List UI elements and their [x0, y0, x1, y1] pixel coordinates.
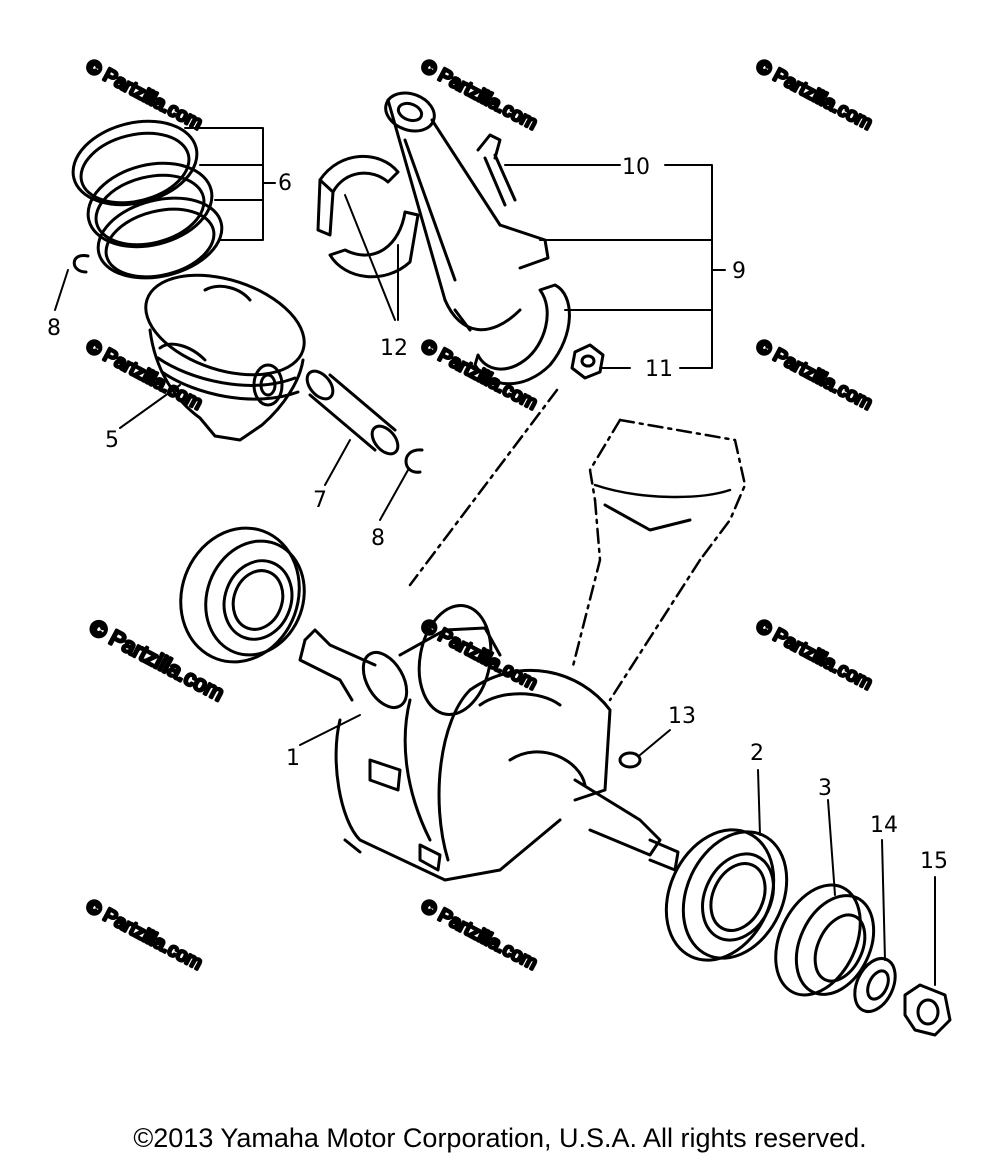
crankshaft: [298, 603, 680, 882]
rod-bolt: [476, 133, 517, 207]
watermark-dark: © Partzilla.com: [86, 614, 229, 706]
watermark: © Partzilla.com: [753, 336, 876, 415]
callout-11: 11: [645, 357, 673, 382]
circlip-right: [404, 448, 424, 474]
callout-7: 7: [313, 488, 327, 513]
piston-rings: [71, 119, 224, 280]
ghost-rod: [408, 388, 747, 702]
callout-labels: 1 2 3 5 6 7 8 8 9 10 11 12 13 14 15: [47, 155, 948, 874]
callout-5: 5: [105, 428, 119, 453]
callout-8-left: 8: [47, 316, 61, 341]
watermark: © Partzilla.com: [418, 56, 541, 135]
callout-3: 3: [818, 776, 832, 801]
callout-15: 15: [920, 849, 948, 874]
watermark: © Partzilla.com: [418, 896, 541, 975]
circlip-left: [72, 254, 90, 274]
callout-2: 2: [750, 741, 764, 766]
woodruff-key: [618, 751, 642, 769]
callout-12: 12: [380, 336, 408, 361]
washer: [853, 957, 897, 1013]
callout-1: 1: [286, 746, 300, 771]
parts-diagram: © Partzilla.com © Partzilla.com © Partzi…: [47, 54, 952, 1037]
piston-pin: [305, 369, 400, 456]
callout-14: 14: [870, 813, 898, 838]
callout-13: 13: [668, 704, 696, 729]
callout-9: 9: [732, 259, 746, 284]
copyright-notice: ©2013 Yamaha Motor Corporation, U.S.A. A…: [133, 1123, 867, 1153]
bearing-left: [179, 526, 306, 664]
watermark: © Partzilla.com: [753, 616, 876, 695]
callout-8-right: 8: [371, 526, 385, 551]
watermark: © Partzilla.com: [753, 56, 876, 135]
leader-lines: [54, 127, 936, 986]
piston: [144, 273, 306, 442]
watermark: © Partzilla.com: [83, 896, 206, 975]
bearing-shells: [316, 154, 420, 279]
rod-nut: [570, 343, 605, 380]
connecting-rod: [384, 91, 550, 332]
timing-gear: [774, 883, 876, 997]
callout-10: 10: [622, 155, 650, 180]
crank-nut: [903, 983, 952, 1037]
callout-6: 6: [278, 171, 292, 196]
bearing-right: [664, 828, 789, 962]
rod-cap: [473, 283, 571, 386]
watermark: © Partzilla.com: [418, 336, 541, 415]
